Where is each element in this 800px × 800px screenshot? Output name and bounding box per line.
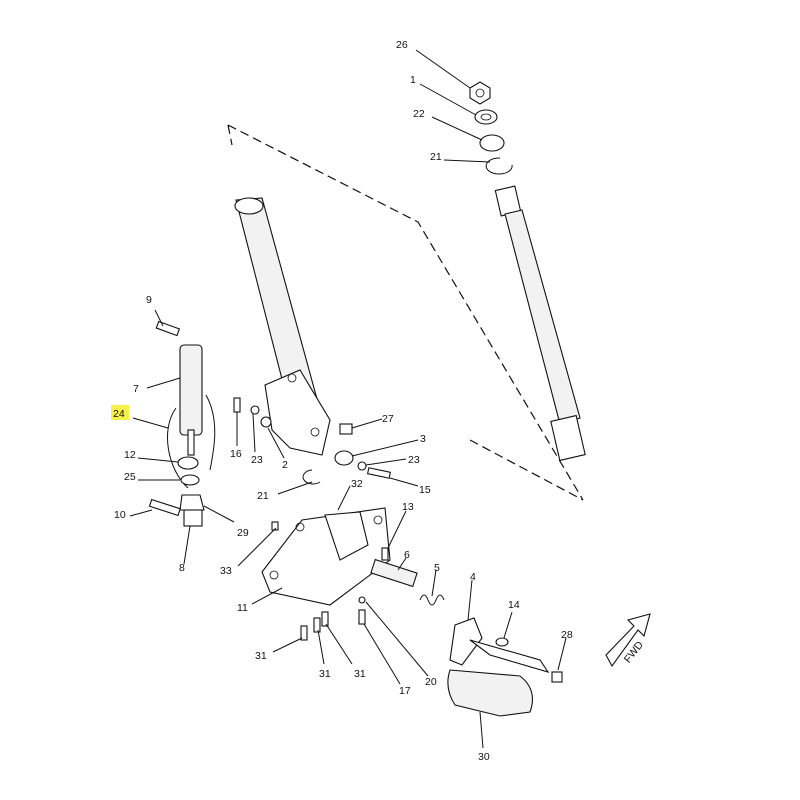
callout-32: 32 xyxy=(351,478,363,490)
callout-27: 27 xyxy=(382,413,394,425)
bushing-part-3[interactable] xyxy=(334,450,354,466)
clip-part-29[interactable] xyxy=(179,494,205,511)
callout-21-mid: 21 xyxy=(257,490,269,502)
callout-20: 20 xyxy=(425,676,437,688)
washer-part-25[interactable] xyxy=(180,474,200,486)
callout-16: 16 xyxy=(230,448,242,460)
clamp-part-8[interactable] xyxy=(183,509,203,527)
bushing-part-2[interactable] xyxy=(260,416,272,428)
column-bracket[interactable] xyxy=(264,369,331,456)
screw-part-33[interactable] xyxy=(271,521,279,531)
gas-spring-assembly xyxy=(148,320,216,527)
pedal-pad-part-30[interactable] xyxy=(447,669,533,717)
assembly-dashed-outline xyxy=(227,124,584,501)
callout-6: 6 xyxy=(404,549,410,561)
washer-part-1[interactable] xyxy=(474,109,498,125)
ring-part-22[interactable] xyxy=(479,134,505,152)
snap-ring-part-21b[interactable] xyxy=(302,469,321,485)
callout-8: 8 xyxy=(179,562,185,574)
callout-17: 17 xyxy=(399,685,411,697)
callout-15: 15 xyxy=(419,484,431,496)
snap-ring-part-21[interactable] xyxy=(485,157,513,175)
callout-26: 26 xyxy=(396,39,408,51)
steering-column xyxy=(234,197,331,456)
pedal-arm-link[interactable] xyxy=(469,639,550,673)
callout-28: 28 xyxy=(561,629,573,641)
screw-part-13[interactable] xyxy=(381,547,389,561)
shaft-lower-collar[interactable] xyxy=(550,414,586,462)
callout-12: 12 xyxy=(124,449,136,461)
mount-plate-part-11[interactable] xyxy=(261,507,391,606)
callout-33: 33 xyxy=(220,565,232,577)
leader-lines xyxy=(129,49,567,749)
callout-10: 10 xyxy=(114,509,126,521)
callout-7: 7 xyxy=(133,383,139,395)
pedal-assembly xyxy=(261,507,563,717)
washer-part-23a[interactable] xyxy=(250,405,260,415)
callout-25: 25 xyxy=(124,471,136,483)
callout-31-c: 31 xyxy=(354,668,366,680)
bolt-part-9[interactable] xyxy=(155,320,181,337)
bolt-part-10[interactable] xyxy=(148,498,181,517)
screw-part-31a[interactable] xyxy=(300,625,308,641)
callout-9: 9 xyxy=(146,294,152,306)
washer-part-23b[interactable] xyxy=(357,461,367,471)
screw-part-17[interactable] xyxy=(358,609,366,625)
callout-30: 30 xyxy=(478,751,490,763)
fwd-direction-arrow: FWD xyxy=(605,613,651,668)
nut-part-27[interactable] xyxy=(339,423,353,435)
nut-part-26[interactable] xyxy=(469,81,491,105)
callout-11: 11 xyxy=(237,602,248,614)
callout-4: 4 xyxy=(470,571,476,583)
callout-2: 2 xyxy=(282,459,288,471)
steering-shaft[interactable] xyxy=(504,209,581,425)
callout-14: 14 xyxy=(508,599,520,611)
screw-part-31c[interactable] xyxy=(321,611,329,627)
bolt-part-15[interactable] xyxy=(366,467,392,479)
callout-29: 29 xyxy=(237,527,249,539)
callout-23-left: 23 xyxy=(251,454,263,466)
nut-part-28[interactable] xyxy=(551,671,563,683)
callout-1: 1 xyxy=(410,74,416,86)
callout-13: 13 xyxy=(402,501,414,513)
fwd-arrow-shape xyxy=(605,613,651,668)
spring-part-5[interactable] xyxy=(419,594,445,606)
pedal-arm-part-4[interactable] xyxy=(449,617,483,666)
callout-3: 3 xyxy=(420,433,426,445)
washer-part-20[interactable] xyxy=(358,596,366,604)
upper-shaft-assembly xyxy=(469,81,586,462)
o-ring-part-14[interactable] xyxy=(495,637,509,647)
callout-5: 5 xyxy=(434,562,440,574)
screw-part-31b[interactable] xyxy=(313,617,321,633)
callout-21-top: 21 xyxy=(430,151,442,163)
callout-23-right: 23 xyxy=(408,454,420,466)
callout-31-b: 31 xyxy=(319,668,331,680)
pivot-shaft-part-6[interactable] xyxy=(370,558,418,588)
gas-spring-part-7[interactable] xyxy=(179,344,203,436)
spacer-part-12[interactable] xyxy=(177,456,199,470)
mount-hardware xyxy=(233,397,392,485)
callout-24-highlight xyxy=(111,405,129,420)
callout-22: 22 xyxy=(413,108,425,120)
callout-24: 24 xyxy=(113,408,125,420)
callout-31-a: 31 xyxy=(255,650,267,662)
bolt-part-16[interactable] xyxy=(233,397,241,413)
callout-labels: 26 1 22 21 9 7 24 12 25 10 8 29 16 23 2 … xyxy=(113,39,573,763)
bracket-part-32[interactable] xyxy=(324,511,369,561)
